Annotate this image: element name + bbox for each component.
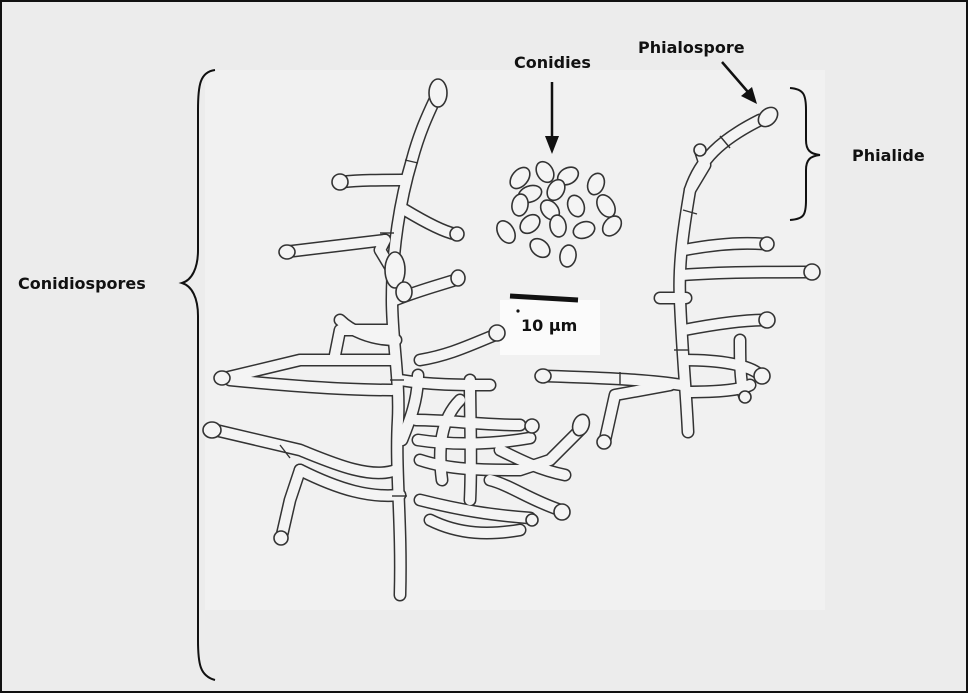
hypha-tip	[279, 245, 295, 259]
hypha-tip	[526, 514, 538, 526]
hypha-tip	[429, 79, 447, 107]
hypha-tip	[759, 312, 775, 328]
hypha-fill	[342, 180, 402, 182]
hypha-tip	[450, 227, 464, 241]
hypha-fill	[470, 380, 471, 500]
hypha-tip	[203, 422, 221, 438]
hypha-fill	[400, 380, 490, 385]
hypha-tip	[739, 391, 751, 403]
hypha-tip	[694, 144, 706, 156]
hypha-tip	[554, 504, 570, 520]
hypha-fill	[682, 272, 810, 275]
hypha-tip	[760, 237, 774, 251]
scale-bar-label: 10 μm	[521, 316, 577, 335]
hypha-tip	[214, 371, 230, 385]
hypha-tip	[597, 435, 611, 449]
hypha-tip	[754, 368, 770, 384]
hypha-tip	[804, 264, 820, 280]
hypha-tip	[525, 419, 539, 433]
scale-bar-dot	[516, 309, 519, 312]
hypha-fill	[740, 340, 744, 395]
conidies-label: Conidies	[514, 53, 591, 72]
hypha-tip	[451, 270, 465, 286]
hypha-tip	[332, 174, 348, 190]
phialide-label: Phialide	[852, 146, 925, 165]
hypha-tip	[489, 325, 505, 341]
phialospore-label: Phialospore	[638, 38, 745, 57]
hypha-tip	[396, 282, 412, 302]
hypha-tip	[274, 531, 288, 545]
conidiospores-label: Conidiospores	[18, 274, 146, 293]
hypha-tip	[535, 369, 551, 383]
